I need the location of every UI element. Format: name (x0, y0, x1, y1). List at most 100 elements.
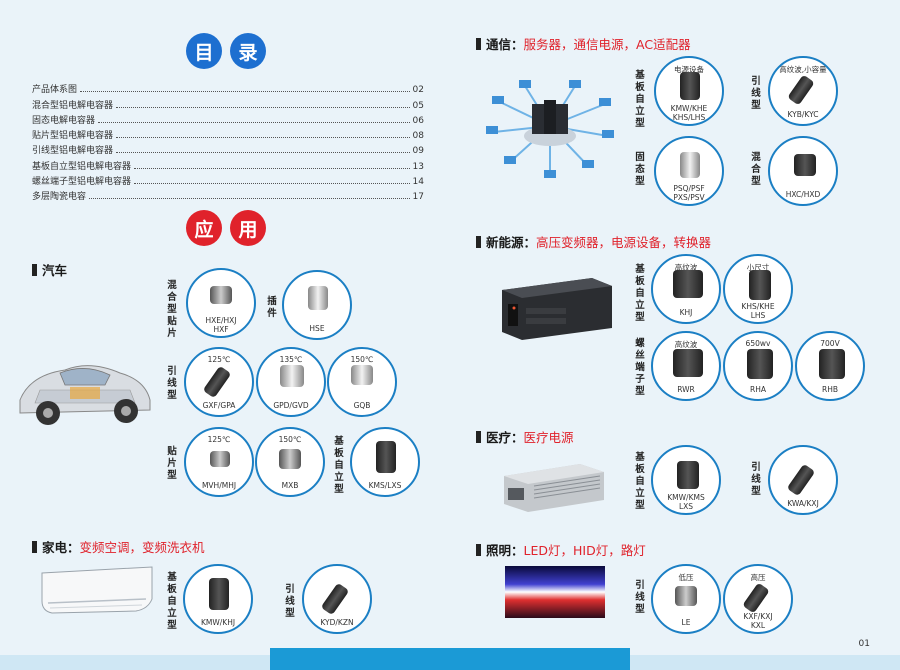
product-model-label: KYB/KYC (770, 110, 836, 119)
product-model-line: HXC/HXD (785, 190, 821, 199)
product-model-line: PXS/PSV (673, 193, 705, 202)
telecom-board-label: 基板自立型 (635, 70, 645, 129)
car-hybrid-smd-label: 混合型贴片 (167, 280, 177, 339)
section-desc: LED灯，HID灯，路灯 (523, 543, 646, 558)
product-spec-label: 高纹波,小容量 (779, 65, 827, 74)
product-model-line: KMW/KMS (667, 493, 705, 502)
capacitor-icon (280, 365, 304, 387)
product-model-line: KWA/KXJ (787, 499, 819, 508)
toc-row-title: 混合型铝电解电容器 (32, 100, 114, 111)
toc-row-title: 基板自立型铝电解电容器 (32, 161, 132, 172)
appliance-lead-label: 引线型 (285, 584, 295, 619)
capacitor-icon (320, 582, 350, 616)
product-model-label: RWR (653, 385, 719, 394)
product-model-line: RHB (822, 385, 838, 394)
medical-board-label: 基板自立型 (635, 452, 645, 511)
car-smd-label: 贴片型 (167, 446, 177, 481)
section-label: 家电： (42, 540, 80, 555)
product-model-label: KWA/KXJ (770, 499, 836, 508)
toc-row-leader (134, 183, 410, 185)
led-light-bar-illustration (505, 566, 605, 618)
product-model-label: KHJ (653, 308, 719, 317)
product-model-label: MXB (257, 481, 323, 490)
capacitor-icon (680, 152, 700, 178)
product-app1: KMW/KHJ (183, 564, 253, 634)
page-number: 01 (858, 639, 870, 649)
product-model-line: KMS/LXS (368, 481, 402, 490)
capacitor-icon (210, 451, 230, 467)
section-telecom-header: 通信： 服务器，通信电源，AC适配器 (476, 34, 691, 53)
toc-row-page: 09 (412, 146, 424, 157)
product-model-label: KMS/LXS (352, 481, 418, 490)
toc-row-title: 引线型铝电解电容器 (32, 146, 114, 157)
apps-heading-char-2: 用 (230, 210, 266, 246)
product-app2: KYD/KZN (302, 564, 372, 634)
telecom-lead-label: 引线型 (751, 76, 761, 111)
capacitor-icon (747, 349, 773, 379)
product-model-line: PSQ/PSF (673, 184, 705, 193)
product-med2: KWA/KXJ (768, 445, 838, 515)
product-spec-label: 小尺寸 (746, 263, 770, 272)
car-lead-label: 引线型 (167, 366, 177, 401)
capacitor-icon (819, 349, 845, 379)
toc-row: 基板自立型铝电解电容器 13 (32, 156, 424, 172)
product-model-line: RWR (677, 385, 695, 394)
product-spec-label: 高纹波 (674, 263, 698, 272)
capacitor-icon (673, 349, 703, 377)
section-desc: 变频空调，变频洗衣机 (79, 540, 205, 555)
capacitor-icon (308, 286, 328, 310)
product-spec-label: 650wv (745, 339, 771, 348)
toc-row-leader (98, 121, 410, 123)
capacitor-icon (351, 365, 373, 385)
section-desc: 服务器，通信电源，AC适配器 (523, 37, 691, 52)
server-network-illustration (480, 74, 620, 184)
toc-row-title: 螺丝端子型铝电解电容器 (32, 177, 132, 188)
capacitor-icon (794, 154, 816, 176)
inverter-device-illustration (496, 272, 616, 344)
product-model-label: GXF/GPA (186, 401, 252, 410)
capacitor-icon (786, 463, 816, 497)
section-medical-header: 医疗： 医疗电源 (476, 427, 574, 446)
product-spec-label: 150℃ (350, 355, 374, 364)
product-model-line: HXF (213, 325, 229, 334)
toc-row: 引线型铝电解电容器 09 (32, 141, 424, 156)
toc-row-title: 贴片型铝电解电容器 (32, 131, 114, 142)
toc-row-page: 05 (412, 100, 424, 111)
newenergy-board-label: 基板自立型 (635, 264, 645, 323)
product-model-label: KYD/KZN (304, 618, 370, 627)
toc-row-leader (80, 91, 410, 93)
product-model-line: GQB (353, 401, 371, 410)
section-desc: 高压变频器，电源设备，转换器 (536, 235, 712, 250)
product-model-line: KMW/KHE (670, 104, 708, 113)
toc-row-page: 02 (412, 85, 424, 96)
product-model-line: KMW/KHJ (200, 618, 236, 627)
car-plugin-label: 插件 (267, 296, 277, 319)
product-model-label: GQB (329, 401, 395, 410)
product-model-line: KHS/KHE (741, 302, 775, 311)
toc-row-page: 13 (412, 161, 424, 172)
product-model-line: KHJ (679, 308, 693, 317)
product-model-line: MXB (281, 481, 299, 490)
product-model-line: RHA (750, 385, 766, 394)
product-model-line: KYD/KZN (320, 618, 354, 627)
product-spec-label: 低压 (678, 573, 694, 582)
product-model-line: GPD/GVD (273, 401, 309, 410)
product-spec-label: 125℃ (207, 435, 231, 444)
toc-row-page: 08 (412, 131, 424, 142)
